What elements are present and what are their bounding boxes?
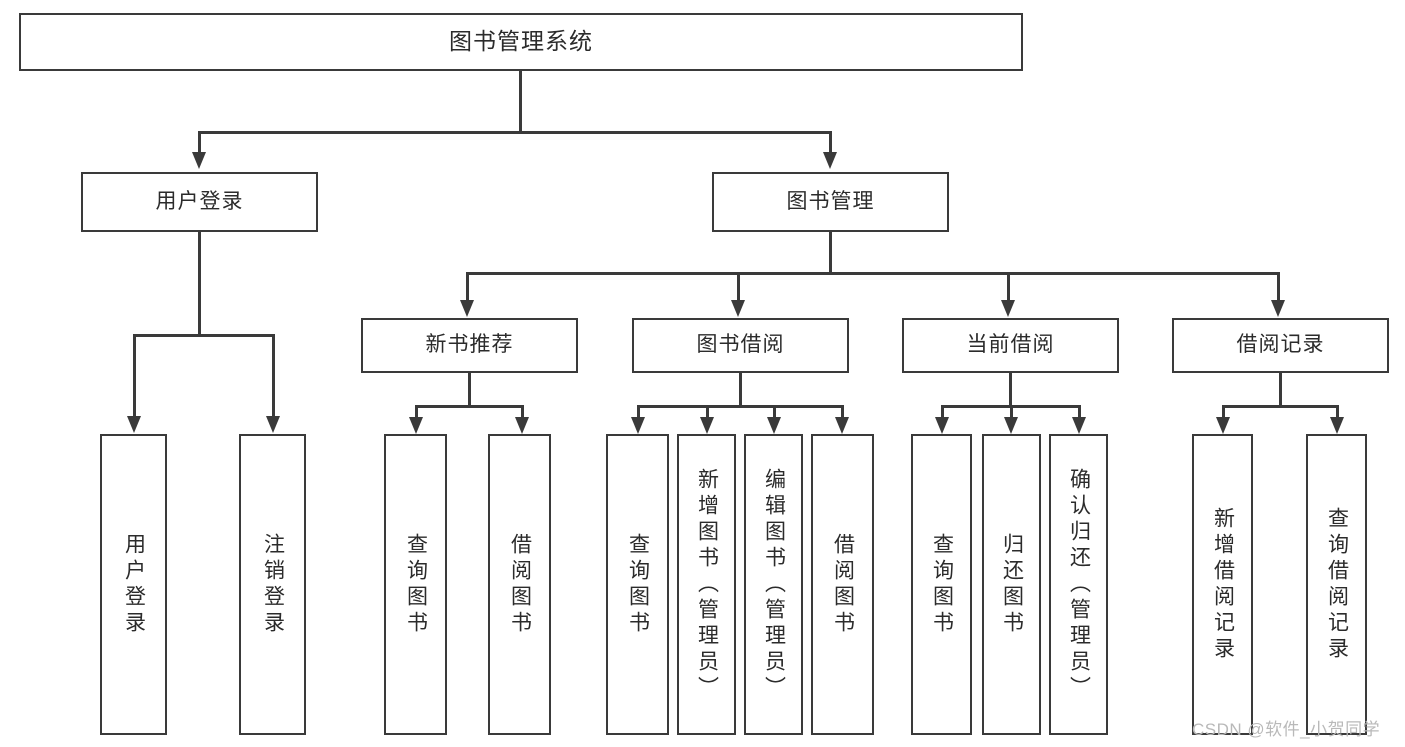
connector-current-borrow-stem — [1009, 373, 1012, 407]
node-label: 查询借阅记录 — [1325, 506, 1349, 663]
connector-book-borrow-stem — [739, 373, 742, 407]
node-label: 图书管理系统 — [449, 28, 593, 55]
node-label: 图书借阅 — [696, 333, 785, 357]
node-label: 用户登录 — [155, 189, 244, 213]
arrowhead-book-borrow — [731, 300, 745, 317]
arrowhead-leaf-borrow-book-2 — [835, 417, 849, 434]
node-label: 新书推荐 — [425, 333, 514, 357]
connector-drop-book-borrow — [737, 272, 740, 302]
connector-book-borrow-bus — [637, 405, 843, 408]
connector-root-stem — [519, 71, 522, 132]
node-label: 注销登录 — [261, 532, 285, 637]
arrowhead-borrow-record — [1271, 300, 1285, 317]
connector-drop-new-book-recommend — [466, 272, 469, 302]
connector-drop-current-borrow — [1007, 272, 1010, 302]
connector-level1-bus — [198, 131, 831, 134]
connector-drop-leaf-query-book-1 — [415, 405, 418, 419]
node-label: 编辑图书（管理员） — [762, 467, 786, 702]
connector-drop-borrow-record — [1277, 272, 1280, 302]
arrowhead-leaf-query-book-1 — [409, 417, 423, 434]
node-current-borrow[interactable]: 当前借阅 — [902, 318, 1119, 373]
arrowhead-leaf-user-login — [127, 416, 141, 433]
connector-drop-leaf-return-book — [1010, 405, 1013, 419]
connector-user-login-stem — [198, 232, 201, 336]
node-label: 借阅记录 — [1236, 333, 1325, 357]
node-label: 借阅图书 — [508, 532, 532, 637]
connector-drop-leaf-confirm-return-admin — [1078, 405, 1081, 419]
connector-borrow-record-stem — [1279, 373, 1282, 407]
arrowhead-leaf-add-book-admin — [700, 417, 714, 434]
node-leaf-query-borrow-record[interactable]: 查询借阅记录 — [1306, 434, 1367, 735]
node-label: 确认归还（管理员） — [1067, 467, 1091, 702]
node-leaf-borrow-book-borrow[interactable]: 借阅图书 — [811, 434, 874, 735]
node-book-borrow[interactable]: 图书借阅 — [632, 318, 849, 373]
connector-drop-leaf-query-borrow-record — [1336, 405, 1339, 419]
node-leaf-return-book[interactable]: 归还图书 — [982, 434, 1041, 735]
connector-drop-leaf-borrow-book-1 — [521, 405, 524, 419]
arrowhead-leaf-borrow-book-1 — [515, 417, 529, 434]
watermark-text: CSDN @软件_小贺同学 — [1192, 720, 1381, 739]
connector-drop-leaf-borrow-book-2 — [841, 405, 844, 419]
node-borrow-record[interactable]: 借阅记录 — [1172, 318, 1389, 373]
node-label: 新增借阅记录 — [1211, 506, 1235, 663]
arrowhead-user-login — [192, 152, 206, 169]
connector-drop-leaf-add-borrow-record — [1222, 405, 1225, 419]
connector-drop-leaf-edit-book-admin — [773, 405, 776, 419]
node-leaf-borrow-book-new-recommend[interactable]: 借阅图书 — [488, 434, 551, 735]
connector-borrow-record-bus — [1222, 405, 1338, 408]
arrowhead-current-borrow — [1001, 300, 1015, 317]
connector-drop-leaf-user-logout — [272, 334, 275, 418]
node-label: 查询图书 — [404, 532, 428, 637]
connector-drop-user-login — [198, 131, 201, 154]
node-label: 查询图书 — [626, 532, 650, 637]
node-label: 归还图书 — [1000, 532, 1024, 637]
connector-new-book-recommend-stem — [468, 373, 471, 407]
arrowhead-leaf-query-borrow-record — [1330, 417, 1344, 434]
arrowhead-leaf-user-logout — [266, 416, 280, 433]
node-book-management[interactable]: 图书管理 — [712, 172, 949, 232]
arrowhead-book-manage — [823, 152, 837, 169]
node-leaf-add-book-admin[interactable]: 新增图书（管理员） — [677, 434, 736, 735]
node-leaf-user-logout[interactable]: 注销登录 — [239, 434, 306, 735]
connector-drop-leaf-query-book-2 — [637, 405, 640, 419]
arrowhead-leaf-add-borrow-record — [1216, 417, 1230, 434]
connector-level2-bus — [466, 272, 1280, 275]
connector-user-login-bus — [133, 334, 275, 337]
node-label: 新增图书（管理员） — [695, 467, 719, 702]
arrowhead-new-book-recommend — [460, 300, 474, 317]
node-label: 当前借阅 — [966, 333, 1055, 357]
node-label: 图书管理 — [786, 189, 875, 213]
arrowhead-leaf-return-book — [1004, 417, 1018, 434]
node-label: 查询图书 — [930, 532, 954, 637]
node-new-book-recommend[interactable]: 新书推荐 — [361, 318, 578, 373]
node-leaf-user-login[interactable]: 用户登录 — [100, 434, 167, 735]
connector-drop-leaf-add-book-admin — [706, 405, 709, 419]
node-leaf-query-book-current[interactable]: 查询图书 — [911, 434, 972, 735]
node-label: 用户登录 — [122, 532, 146, 637]
connector-new-book-recommend-bus — [415, 405, 523, 408]
node-leaf-query-book-new-recommend[interactable]: 查询图书 — [384, 434, 447, 735]
arrowhead-leaf-confirm-return-admin — [1072, 417, 1086, 434]
arrowhead-leaf-query-book-3 — [935, 417, 949, 434]
node-root-book-management-system[interactable]: 图书管理系统 — [19, 13, 1023, 71]
connector-drop-leaf-user-login — [133, 334, 136, 418]
node-leaf-confirm-return-admin[interactable]: 确认归还（管理员） — [1049, 434, 1108, 735]
connector-drop-leaf-query-book-3 — [941, 405, 944, 419]
node-leaf-query-book-borrow[interactable]: 查询图书 — [606, 434, 669, 735]
connector-drop-book-manage — [829, 131, 832, 154]
arrowhead-leaf-query-book-2 — [631, 417, 645, 434]
node-leaf-add-borrow-record[interactable]: 新增借阅记录 — [1192, 434, 1253, 735]
node-label: 借阅图书 — [831, 532, 855, 637]
node-user-login[interactable]: 用户登录 — [81, 172, 318, 232]
node-leaf-edit-book-admin[interactable]: 编辑图书（管理员） — [744, 434, 803, 735]
connector-book-manage-stem — [829, 232, 832, 274]
arrowhead-leaf-edit-book-admin — [767, 417, 781, 434]
